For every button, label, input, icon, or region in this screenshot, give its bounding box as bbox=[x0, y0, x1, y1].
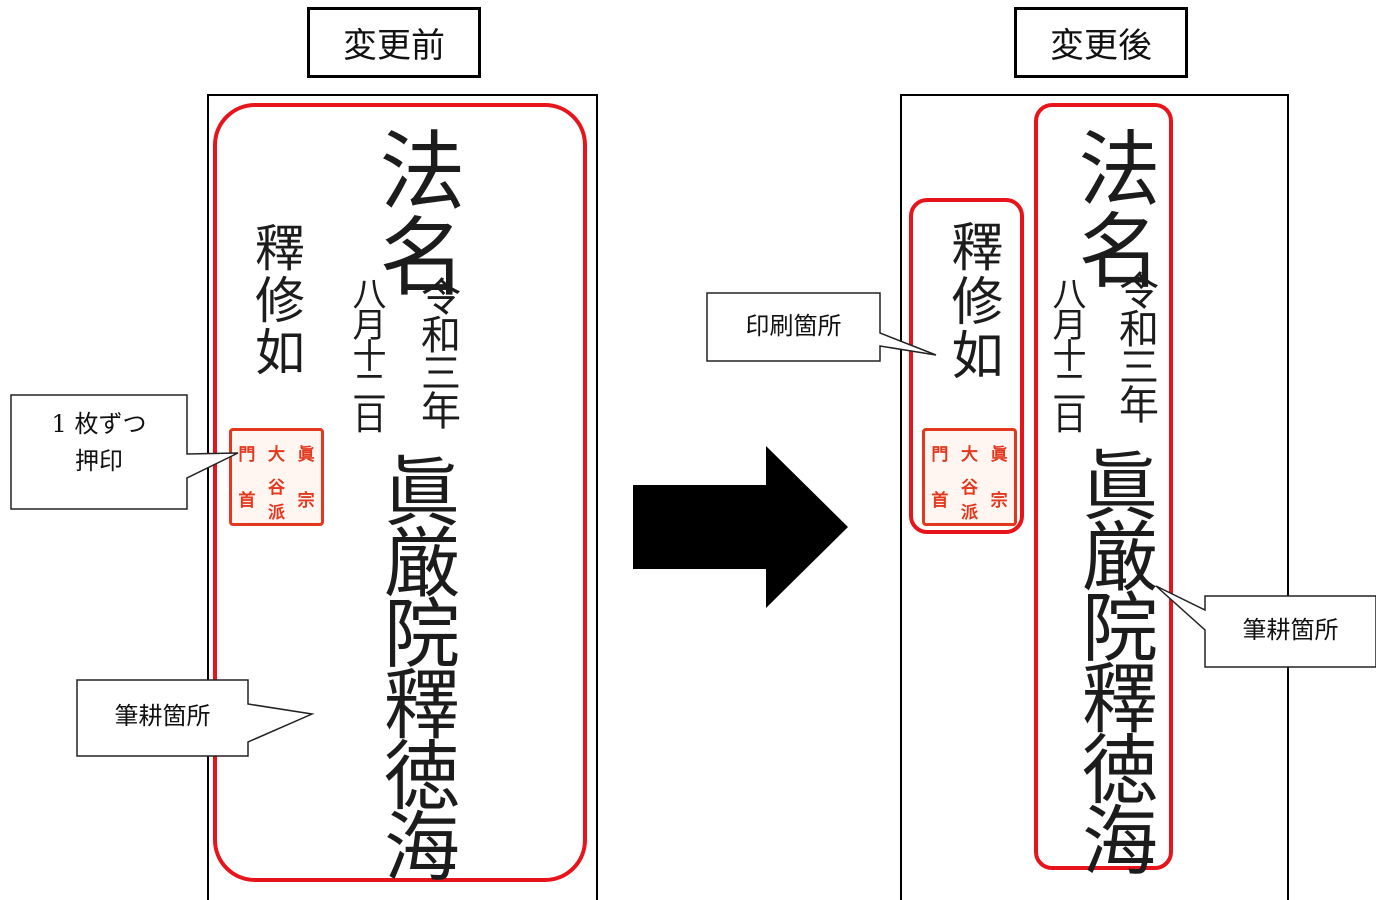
before-seal-stamp: 門大眞 首谷派宗 bbox=[229, 428, 324, 526]
printed-callout-label: 印刷箇所 bbox=[745, 312, 842, 340]
before-full-name: 眞厳院釋徳海 bbox=[371, 452, 460, 878]
before-date-col2: 八月十二日 bbox=[346, 276, 386, 431]
stamp-callout: 1 枚ずつ 押印 bbox=[11, 406, 187, 480]
before-title-box: 変更前 bbox=[307, 7, 481, 78]
before-handwritten-frame bbox=[213, 103, 587, 882]
after-shaku-name: 釋修如 bbox=[942, 220, 1002, 382]
before-dharma-label: 法名 bbox=[364, 126, 464, 298]
transition-arrow bbox=[633, 446, 848, 608]
after-title: 変更後 bbox=[1050, 26, 1152, 66]
after-seal-stamp: 門大眞 首谷派宗 bbox=[922, 428, 1017, 526]
before-shaku-name: 釋修如 bbox=[247, 222, 305, 378]
printed-callout-bubble bbox=[706, 292, 937, 362]
after-printed-frame bbox=[909, 198, 1024, 534]
after-dharma-label: 法名 bbox=[1064, 126, 1159, 290]
before-date-col1: 令和三年 bbox=[414, 276, 460, 428]
stamp-callout-line1: 1 枚ずつ bbox=[51, 410, 147, 438]
after-date-col2: 八月十二日 bbox=[1046, 276, 1086, 431]
after-full-name: 眞厳院釋徳海 bbox=[1069, 446, 1158, 872]
stamp-callout-bubble bbox=[10, 394, 239, 510]
after-title-box: 変更後 bbox=[1014, 7, 1188, 78]
after-handwritten-callout-bubble bbox=[1155, 585, 1376, 668]
after-handwritten-callout-label: 筆耕箇所 bbox=[1242, 616, 1339, 644]
after-date-col1: 令和三年 bbox=[1112, 270, 1158, 422]
before-title: 変更前 bbox=[343, 26, 445, 66]
after-handwritten-frame bbox=[1034, 103, 1173, 870]
before-handwritten-callout-bubble bbox=[76, 679, 315, 757]
stamp-callout-line2: 押印 bbox=[75, 447, 123, 476]
before-handwritten-callout-label: 筆耕箇所 bbox=[114, 702, 211, 730]
